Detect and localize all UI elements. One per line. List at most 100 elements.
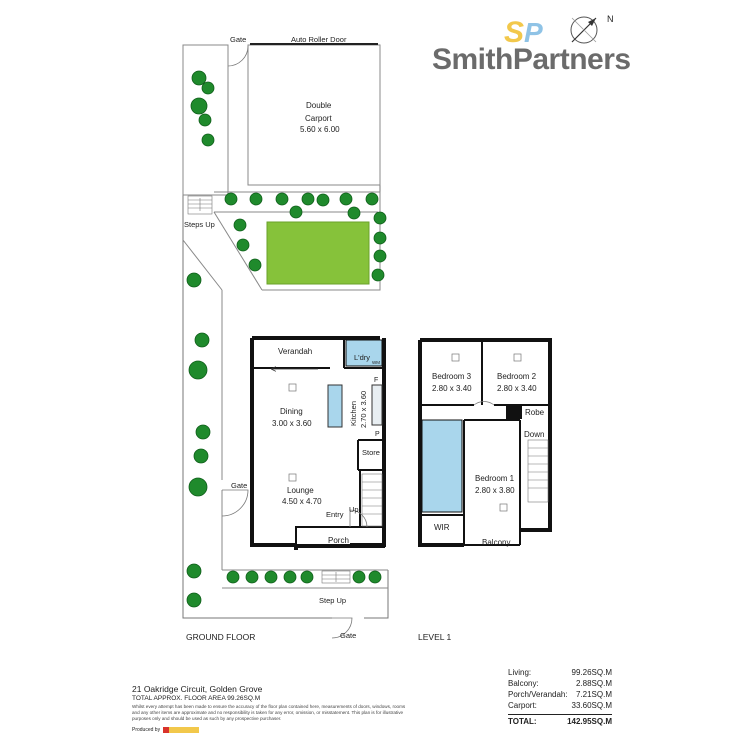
area-row: Balcony: 2.88SQ.M [508,679,612,690]
tree-icon [365,192,379,206]
disclaimer-text: Whilst every attempt has been made to en… [132,704,406,721]
area-row-value: 33.60SQ.M [571,701,612,710]
area-total-value: 142.95SQ.M [567,717,612,726]
laundry-wet-area [345,339,383,367]
lawn [266,221,370,285]
entry-door-swing-icon [349,509,368,528]
tree-icon [373,231,387,245]
area-total-row: TOTAL: 142.95SQ.M [508,714,612,726]
brand-monogram-icon: S P [504,16,543,49]
area-row-value: 99.26SQ.M [571,668,612,677]
porch-outline [295,526,385,548]
svg-text:P: P [524,17,543,48]
wir-label: WIR [434,523,450,532]
fridge-label: F [374,377,378,384]
carport-name-1: Double [306,101,332,110]
area-row-value: 2.88SQ.M [575,679,612,688]
tree-icon [368,570,382,584]
steps-up-icon [187,195,213,215]
step-up-label: Step Up [319,596,346,605]
kitchen-counter [371,384,383,426]
dining-label: Dining [280,407,303,416]
ground-stairs [361,473,383,527]
area-row: Porch/Verandah: 7.21SQ.M [508,690,612,701]
tree-icon [371,268,385,282]
auto-roller-door-label: Auto Roller Door [291,35,347,44]
tree-icon [193,448,209,464]
tree-icon [190,97,208,115]
balcony-label: Balcony [482,538,510,547]
svg-text:S: S [504,16,524,49]
tree-icon [339,192,353,206]
tree-icon [233,218,247,232]
tree-icon [264,570,278,584]
tree-icon [195,424,211,440]
verandah-label: Verandah [278,347,312,356]
tree-icon [300,570,314,584]
gate-bottom-label: Gate [340,631,356,640]
gate-bottom-swing-icon [331,617,353,639]
tree-icon [186,563,202,579]
tree-icon [245,570,259,584]
produced-by: Produced by [132,727,200,733]
tree-icon [352,570,366,584]
tree-icon [347,206,361,220]
tree-icon [191,70,207,86]
tree-icon [236,238,250,252]
store-label: Store [362,448,380,457]
ground-floor-title: GROUND FLOOR [186,632,255,642]
area-row-label: Porch/Verandah: [508,690,568,699]
robe-label: Robe [525,408,545,417]
tree-icon [201,133,215,147]
down-label: Down [524,430,544,439]
tree-icon [226,570,240,584]
produced-by-label: Produced by [132,727,161,733]
level1-interior [420,340,550,546]
tree-icon [283,570,297,584]
tree-icon [289,205,303,219]
bedroom3-label: Bedroom 3 [432,372,472,381]
kitchen-dims: 2.70 x 3.60 [359,391,368,428]
step-up-icon [321,570,351,584]
kitchen-bench [327,384,343,428]
trees [186,70,387,608]
property-address: 21 Oakridge Circuit, Golden Grove [132,684,263,694]
porch-label: Porch [328,536,349,545]
brand-logo: SmithPartners [432,43,631,76]
tree-icon [194,332,210,348]
compass-icon [570,16,598,44]
area-row: Carport: 33.60SQ.M [508,701,612,712]
gate-top-swing-icon [227,45,249,67]
bedroom2-dims: 2.80 x 3.40 [497,384,537,393]
area-total-label: TOTAL: [508,717,537,726]
gate-top-label: Gate [230,35,246,44]
tree-icon [249,192,263,206]
front-yard-outline [221,490,388,589]
tree-icon [188,360,208,380]
area-row-label: Balcony: [508,679,539,688]
tree-icon [186,272,202,288]
laundry-label: L'dry [354,353,370,362]
bedroom3-dims: 2.80 x 3.40 [432,384,472,393]
level1-walls [418,338,552,547]
left-garden-strip [182,44,229,196]
site-boundary [182,44,389,619]
tree-icon [188,477,208,497]
north-label: N [607,14,614,24]
dining-dims: 3.00 x 3.60 [272,419,312,428]
tree-icon [316,193,330,207]
tree-icon [201,81,215,95]
bedroom2-label: Bedroom 2 [497,372,537,381]
area-row-value: 7.21SQ.M [575,690,612,699]
pantry-label: P [375,431,380,438]
entry-label: Entry [326,510,344,519]
total-approx-area: TOTAL APPROX. FLOOR AREA 99.26SQ.M [132,695,261,702]
kitchen-label: Kitchen [349,401,358,426]
tree-icon [248,258,262,272]
hall-door-swing-icon [473,401,495,406]
wm-label: WM [372,360,380,365]
area-summary: Living: 99.26SQ.M Balcony: 2.88SQ.M Porc… [508,668,612,726]
level1-title: LEVEL 1 [418,632,452,642]
area-row-label: Carport: [508,701,537,710]
